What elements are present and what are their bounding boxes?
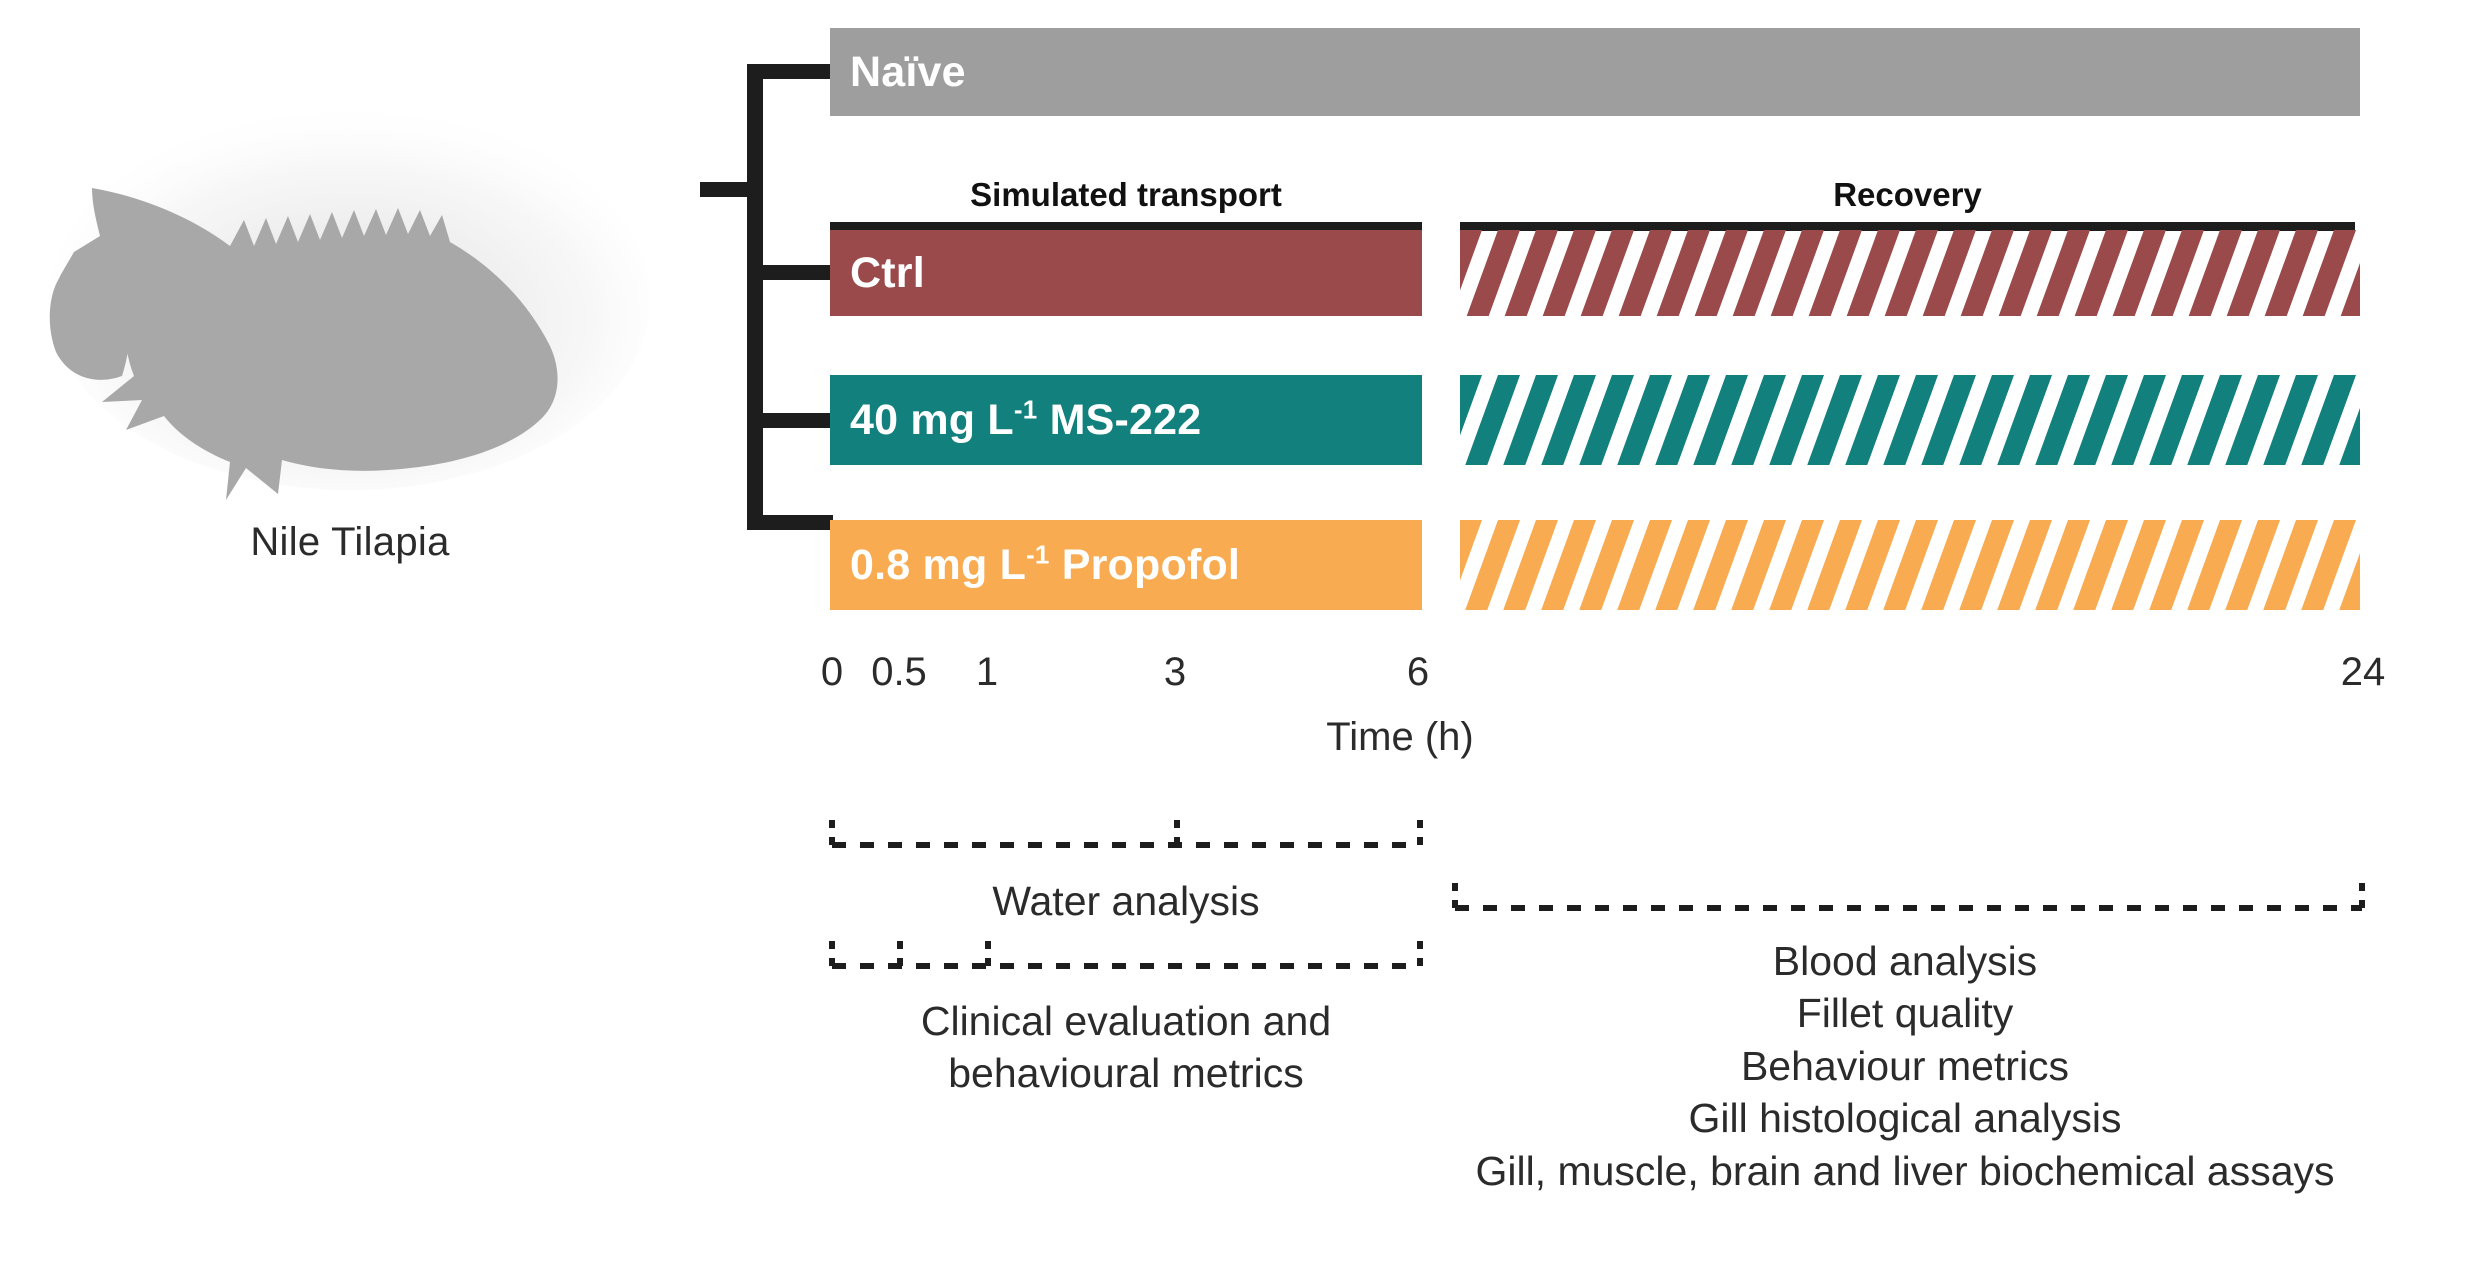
phase-rule-recovery xyxy=(1460,222,2355,231)
axis-tick-6: 6 xyxy=(1406,650,1430,694)
axis-tick-0: 0 xyxy=(820,650,844,694)
group-bar-propofol-transport: 0.8 mg L-1 Propofol xyxy=(830,520,1422,610)
phase-rule-transport xyxy=(830,222,1422,231)
annotation-clinical-line-2: behavioural metrics xyxy=(948,1050,1304,1097)
group-bar-ms222-transport: 40 mg L-1 MS-222 xyxy=(830,375,1422,465)
group-bar-ms222-recovery xyxy=(1460,375,2360,465)
annotation-clinical-line-1: Clinical evaluation and xyxy=(920,998,1332,1044)
group-bar-control-transport: Ctrl xyxy=(830,230,1422,316)
group-bar-propofol-recovery xyxy=(1460,520,2360,610)
group-label-ms222: 40 mg L-1 MS-222 xyxy=(850,394,1202,444)
recovery-item-behaviour: Behaviour metrics xyxy=(1740,1042,2070,1089)
group-label-control: Ctrl xyxy=(850,248,925,297)
recovery-item-blood: Blood analysis xyxy=(1772,938,2038,984)
species-caption: Nile Tilapia xyxy=(250,520,450,564)
group-label-naive: Naïve xyxy=(850,47,966,96)
phase-title-transport: Simulated transport xyxy=(970,176,1282,213)
axis-tick-0_5: 0.5 xyxy=(871,650,927,694)
annotation-water-analysis: Water analysis xyxy=(992,878,1260,924)
axis-tick-24: 24 xyxy=(2340,650,2386,694)
recovery-item-fillet: Fillet quality xyxy=(1796,990,2014,1037)
recovery-item-biochemical: Gill, muscle, brain and liver biochemica… xyxy=(1475,1147,2335,1194)
group-bar-control-recovery xyxy=(1460,230,2360,316)
annotation-recovery-measurements: Blood analysis Fillet quality Behaviour … xyxy=(1440,935,2370,1197)
axis-title-time: Time (h) xyxy=(1326,715,1474,759)
recovery-item-gill-histology: Gill histological analysis xyxy=(1688,1095,2122,1142)
axis-tick-1: 1 xyxy=(975,650,999,694)
annotation-clinical-evaluation: Clinical evaluation and behavioural metr… xyxy=(802,995,1450,1100)
group-bar-naive: Naïve xyxy=(830,28,2360,116)
axis-tick-3: 3 xyxy=(1163,650,1187,694)
group-label-propofol: 0.8 mg L-1 Propofol xyxy=(850,539,1241,589)
phase-title-recovery: Recovery xyxy=(1833,176,1982,213)
nile-tilapia-illustration xyxy=(30,70,670,500)
